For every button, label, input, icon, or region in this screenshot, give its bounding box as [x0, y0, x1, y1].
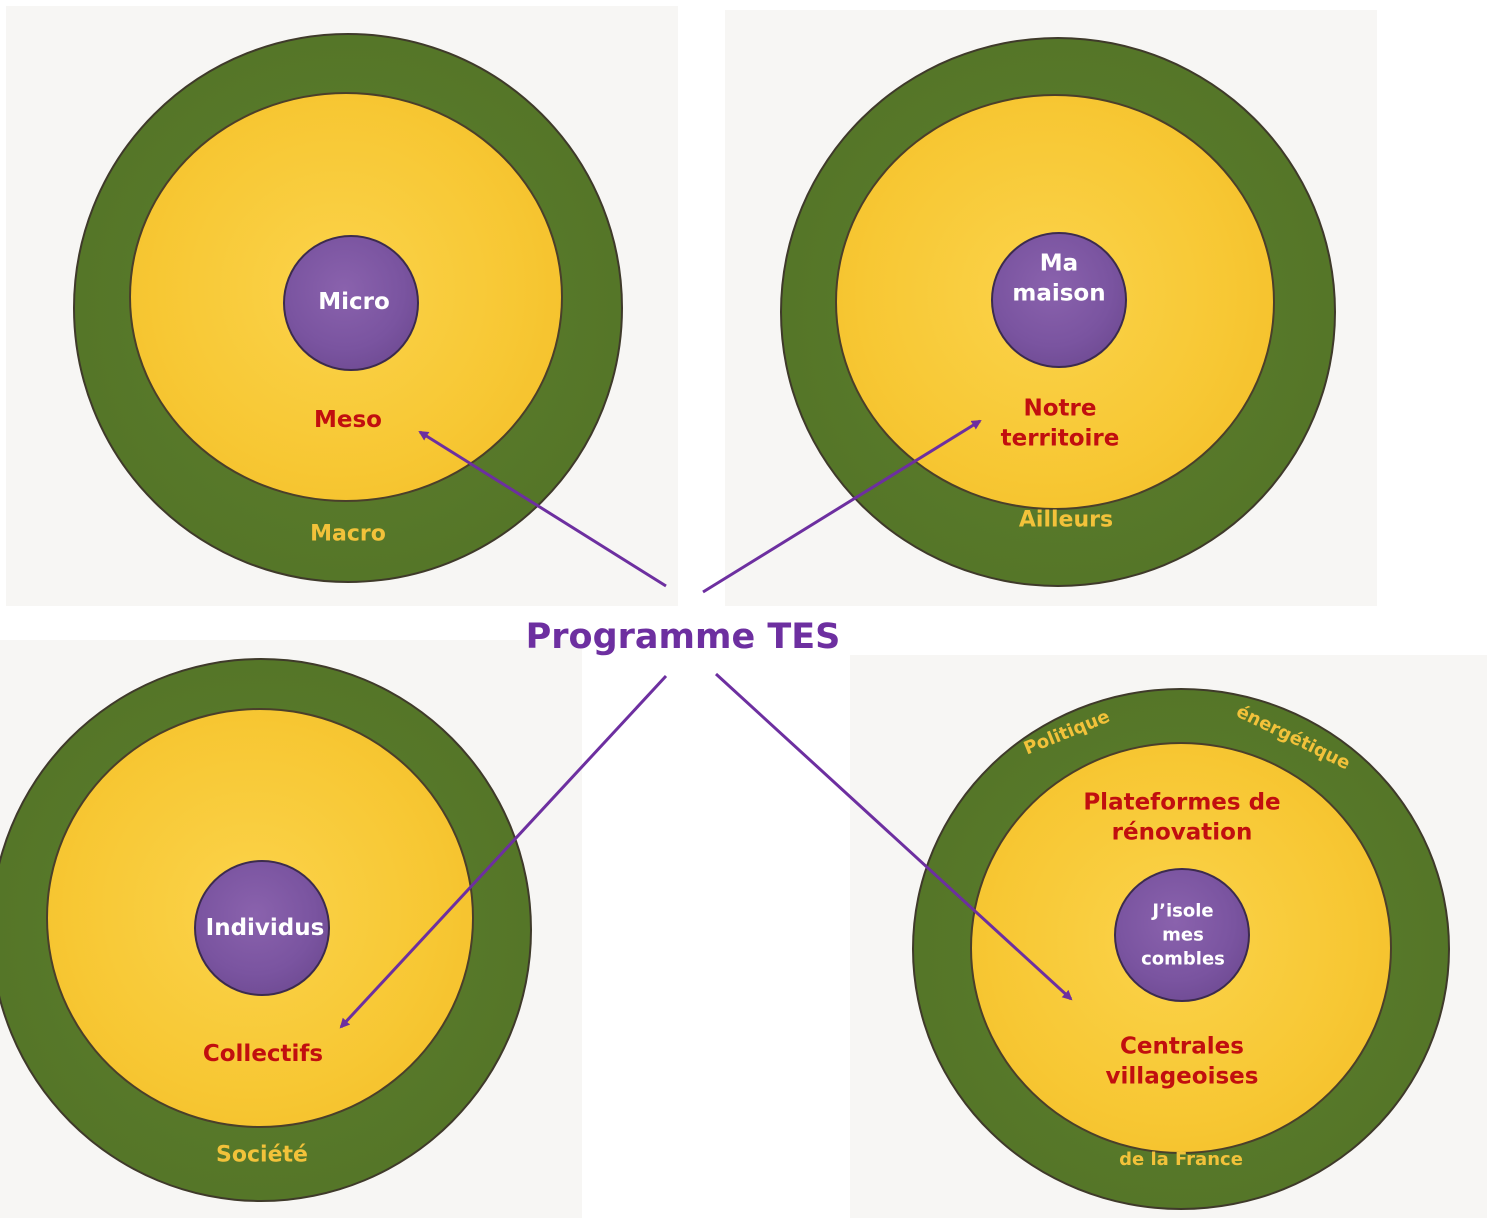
inner-circle-jisole-mes-combles: [1114, 868, 1250, 1002]
label-individus: Individus: [205, 914, 325, 941]
label-jisole-mes-combles: J’isole mes combles: [1141, 900, 1225, 969]
inner-circle-ma-maison: [991, 232, 1127, 368]
label-societe: Société: [216, 1142, 308, 1168]
inner-circle-individus: [194, 860, 330, 996]
inner-circle-micro: [283, 235, 419, 371]
label-macro: Macro: [310, 521, 386, 547]
label-ma-maison: Ma maison: [1012, 250, 1106, 307]
label-centrales-villageoises: Centrales villageoises: [1105, 1033, 1259, 1090]
label-de-la-france: de la France: [1119, 1149, 1243, 1171]
arrow-to-collectifs: [339, 674, 668, 1029]
arrow-to-centrales-villageoises: [714, 672, 1073, 1001]
label-notre-territoire: Notre territoire: [1000, 395, 1120, 452]
label-collectifs: Collectifs: [202, 1040, 324, 1067]
label-micro: Micro: [318, 288, 390, 315]
label-meso: Meso: [314, 406, 382, 433]
arrow-to-meso: [418, 430, 667, 588]
arrow-to-notre-territoire: [702, 419, 982, 594]
diagram-title: Programme TES: [525, 617, 841, 657]
label-plateformes-de-renovation: Plateformes de rénovation: [1083, 789, 1281, 846]
label-ailleurs: Ailleurs: [1018, 507, 1114, 533]
